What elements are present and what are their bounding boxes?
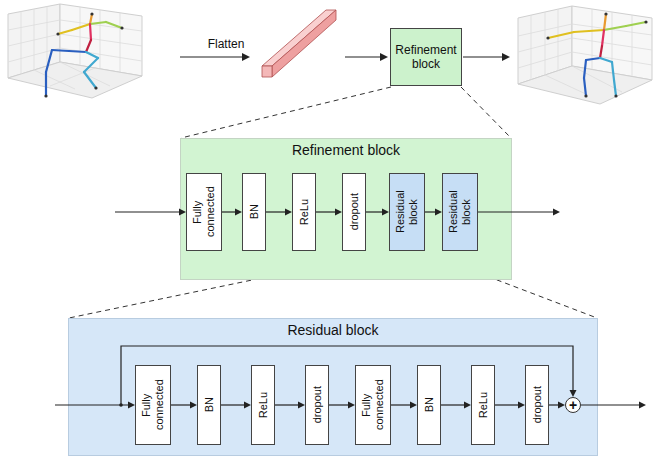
layer-label: Fully connected [191, 178, 216, 246]
layer-box: Fully connected [355, 365, 391, 445]
layer-label: ReLu [298, 199, 311, 225]
layer-label: dropout [311, 386, 324, 423]
layer-label: BN [248, 204, 261, 219]
connector-arrow [391, 402, 417, 409]
connector-arrow [171, 402, 197, 409]
refinement-panel: Refinement blockFully connected BN ReLu dro… [180, 138, 512, 280]
layer-box: ReLu [292, 173, 316, 251]
connector-arrow [329, 402, 355, 409]
residual-box: Residual block [389, 173, 425, 251]
layer-box: Fully connected [186, 173, 222, 251]
skip-connection [121, 346, 577, 405]
layer-box: dropout [342, 173, 366, 251]
sum-circle: + [565, 397, 581, 413]
layer-box: BN [197, 365, 221, 445]
junction-dot [119, 403, 123, 407]
input-arrow [115, 209, 186, 216]
layer-box: ReLu [471, 365, 495, 445]
connector-arrow [221, 402, 251, 409]
layer-box: Fully connected [135, 365, 171, 445]
flattened-vector [262, 10, 336, 77]
connector-arrow [441, 402, 471, 409]
layer-label: dropout [531, 386, 544, 423]
sum-symbol: + [569, 398, 577, 412]
connector-arrow [366, 209, 389, 216]
residual-box: Residual block [442, 173, 478, 251]
input-arrow [55, 402, 135, 409]
layer-label: Fully connected [360, 370, 385, 440]
layer-box: ReLu [251, 365, 275, 445]
connector-arrow [425, 209, 442, 216]
layer-box: dropout [305, 365, 329, 445]
connector-arrow [495, 402, 525, 409]
layer-label: ReLu [257, 392, 270, 418]
layer-label: Residual block [394, 178, 419, 246]
pose-plot-input [8, 4, 142, 98]
layer-label: Fully connected [140, 370, 165, 440]
layer-box: BN [417, 365, 441, 445]
panel-heading: Residual block [69, 322, 597, 338]
connector-arrow [275, 402, 305, 409]
connector-arrow [266, 209, 292, 216]
layer-label: BN [203, 397, 216, 412]
layer-label: BN [423, 397, 436, 412]
pose-plot-output [518, 6, 652, 104]
step-label: Flatten [208, 37, 245, 51]
output-arrow [478, 209, 560, 216]
connector-arrow [222, 209, 242, 216]
zoom-leader [69, 87, 597, 318]
residual-panel: Residual blockFully connected BN ReLu dropo… [68, 318, 598, 456]
box-label: Refinement block [395, 43, 457, 72]
layer-box: BN [242, 173, 266, 251]
refinement-box: Refinement block [390, 28, 462, 86]
layer-label: dropout [348, 193, 361, 230]
panel-heading: Refinement block [181, 142, 511, 158]
connector-arrow [316, 209, 342, 216]
layer-label: ReLu [477, 392, 490, 418]
output-arrow [581, 402, 646, 409]
layer-box: dropout [525, 365, 549, 445]
layer-label: Residual block [447, 178, 472, 246]
connector-arrow [549, 402, 565, 409]
